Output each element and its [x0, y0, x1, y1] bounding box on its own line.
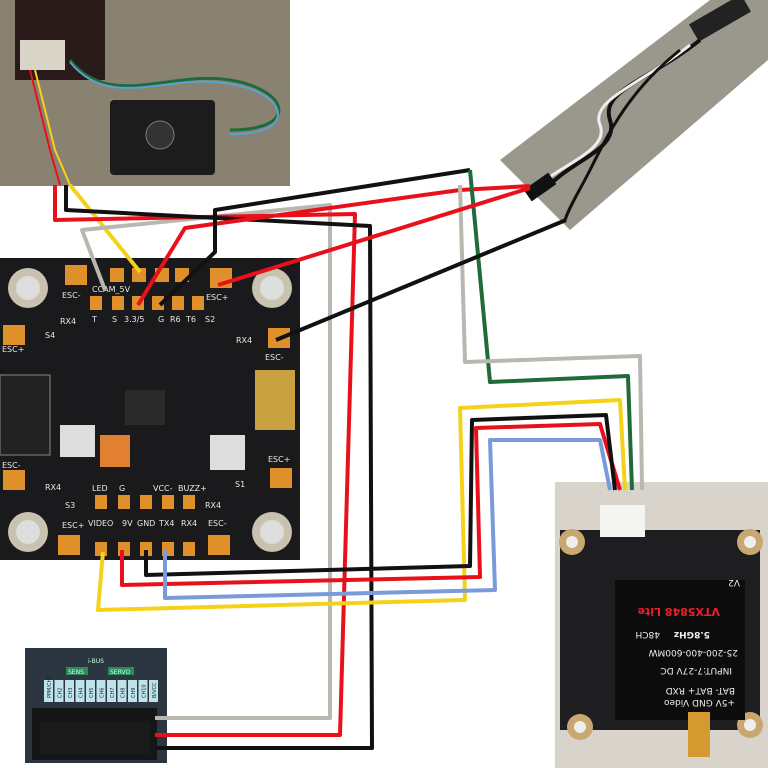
- fc-pad-label: RX4: [181, 519, 197, 528]
- wire-blue-tx: [163, 438, 612, 600]
- fc-pad-label: S4: [45, 331, 55, 340]
- vtx-band-label: 5.8GHz: [674, 629, 710, 639]
- wire-black-esc: [275, 218, 567, 342]
- rx-channel-label: CH8: [121, 688, 127, 698]
- fc-pad-label: ESC+: [268, 455, 290, 464]
- fc-pad-label: ESC-: [2, 461, 21, 470]
- rx-channel-label: CH4: [79, 688, 85, 698]
- flight-controller-photo: CCAM_5V T S 3.3/5 G R6 T6 ESC- ESC+ RX4 …: [0, 258, 300, 560]
- rx-channel-label: CH10: [142, 684, 148, 698]
- vtx-input-label: INPUT:7-27V DC: [660, 665, 732, 675]
- fc-pad-label: G: [158, 315, 164, 324]
- rx-channel-label: CH6: [100, 688, 106, 698]
- fc-pad-label: RX4: [236, 336, 252, 345]
- fc-pad-label: BUZZ+: [178, 484, 207, 493]
- vtx-pin: +5V: [715, 697, 735, 707]
- sens-label: SENS: [68, 669, 84, 676]
- fc-pad-label: ESC+: [206, 293, 228, 302]
- wire-red-esc: [217, 186, 531, 287]
- rx-channel-label: CH3: [68, 688, 74, 698]
- rx-channel-label: CH7: [110, 688, 116, 698]
- fc-pad-label: S1: [235, 480, 245, 489]
- fc-pad-label: T6: [185, 315, 196, 324]
- fc-pad-label: S: [112, 315, 117, 324]
- fc-pad-label: LED: [92, 484, 108, 493]
- vtx-pin: BAT+: [688, 685, 713, 695]
- wire-red-cam: [53, 185, 357, 737]
- camera-photo: [0, 0, 290, 186]
- wire-yellow-video: [96, 398, 627, 612]
- fc-pad-label: 3.3/5: [124, 315, 145, 324]
- fc-pad-label: 9V: [122, 519, 133, 528]
- vtx-pins-label: +5V GND Video: [663, 697, 735, 707]
- rx-channel-pad: [44, 680, 53, 702]
- vtx-power-label: 25-200-400-600MW: [649, 647, 738, 657]
- fc-pad-label: R6: [170, 315, 181, 324]
- vtx-channels-label: 48CH: [635, 629, 660, 639]
- fc-pad-label: ESC+: [2, 345, 24, 354]
- rx-channel-label: CH2: [58, 688, 64, 698]
- wire-black-gnd: [144, 413, 617, 577]
- wire-red-fc-5v: [136, 184, 531, 307]
- fc-pad-label: G: [119, 484, 125, 493]
- fc-pad-label: RX4: [60, 317, 76, 326]
- rx-channel-pad: [65, 680, 74, 702]
- fc-pad-label: ESC+: [62, 521, 84, 530]
- rx-channel-pad: [54, 680, 64, 702]
- rx-channel-pad: [96, 680, 106, 702]
- rx-channel-pad: [138, 680, 148, 702]
- fc-pad-label: ESC-: [265, 353, 284, 362]
- vtx-pins-label: BAT- BAT+ RXD: [666, 685, 735, 695]
- rx-channel-pad: [149, 680, 158, 702]
- wire-black-fc-gnd: [158, 168, 471, 307]
- vtx-silk-label: V2: [728, 577, 740, 587]
- fc-pad-label: ESC-: [62, 291, 81, 300]
- wire-gray-vtx: [458, 184, 644, 491]
- rx-channel-pad: [75, 680, 85, 702]
- rx-channel-label: CH9: [131, 688, 137, 698]
- fc-pad-label: S3: [65, 501, 75, 510]
- receiver-module-photo: [500, 0, 768, 230]
- rx-channel-label: PPM/CH1: [47, 676, 53, 698]
- vtx-photo: +5V GND Video BAT- BAT+ RXD INPUT:7-27V …: [555, 482, 768, 768]
- fc-pad-label: CCAM_5V: [92, 285, 131, 294]
- rx-channel-pad: [107, 680, 116, 702]
- ibus-label: i-BUS: [88, 658, 104, 665]
- vtx-pin: BAT-: [715, 685, 735, 695]
- rx-channel-pad: [117, 680, 127, 702]
- fc-pad-label: VIDEO: [88, 519, 113, 528]
- vtx-pin: RXD: [666, 685, 685, 695]
- fc-pad-label: RX4: [45, 483, 61, 492]
- fc-pad-label: RX4: [205, 501, 221, 510]
- vtx-pin: Video: [663, 697, 689, 707]
- wire-black-cam: [64, 185, 374, 750]
- wire-red-9v: [120, 422, 622, 587]
- fc-pad-label: T: [91, 315, 97, 324]
- fc-pad-label: ESC-: [208, 519, 227, 528]
- wire-gray-cam: [80, 203, 332, 720]
- rx-channel-pad: [128, 680, 137, 702]
- servo-label: SERVO: [110, 669, 130, 676]
- vtx-pin: GND: [692, 697, 713, 707]
- fc-pad-label: S2: [205, 315, 215, 324]
- wires: [53, 168, 644, 750]
- rx-channel-label: B/VCC: [152, 682, 158, 698]
- rx-channel-pad: [86, 680, 95, 702]
- fc-pad-label: TX4: [158, 519, 174, 528]
- wire-green: [468, 169, 634, 491]
- vtx-model-label: VTX5848 Lite: [638, 605, 720, 618]
- fc-pad-label: VCC-: [153, 484, 173, 493]
- rx-channel-label: CH5: [89, 688, 95, 698]
- fc-pad-label: GND: [137, 519, 155, 528]
